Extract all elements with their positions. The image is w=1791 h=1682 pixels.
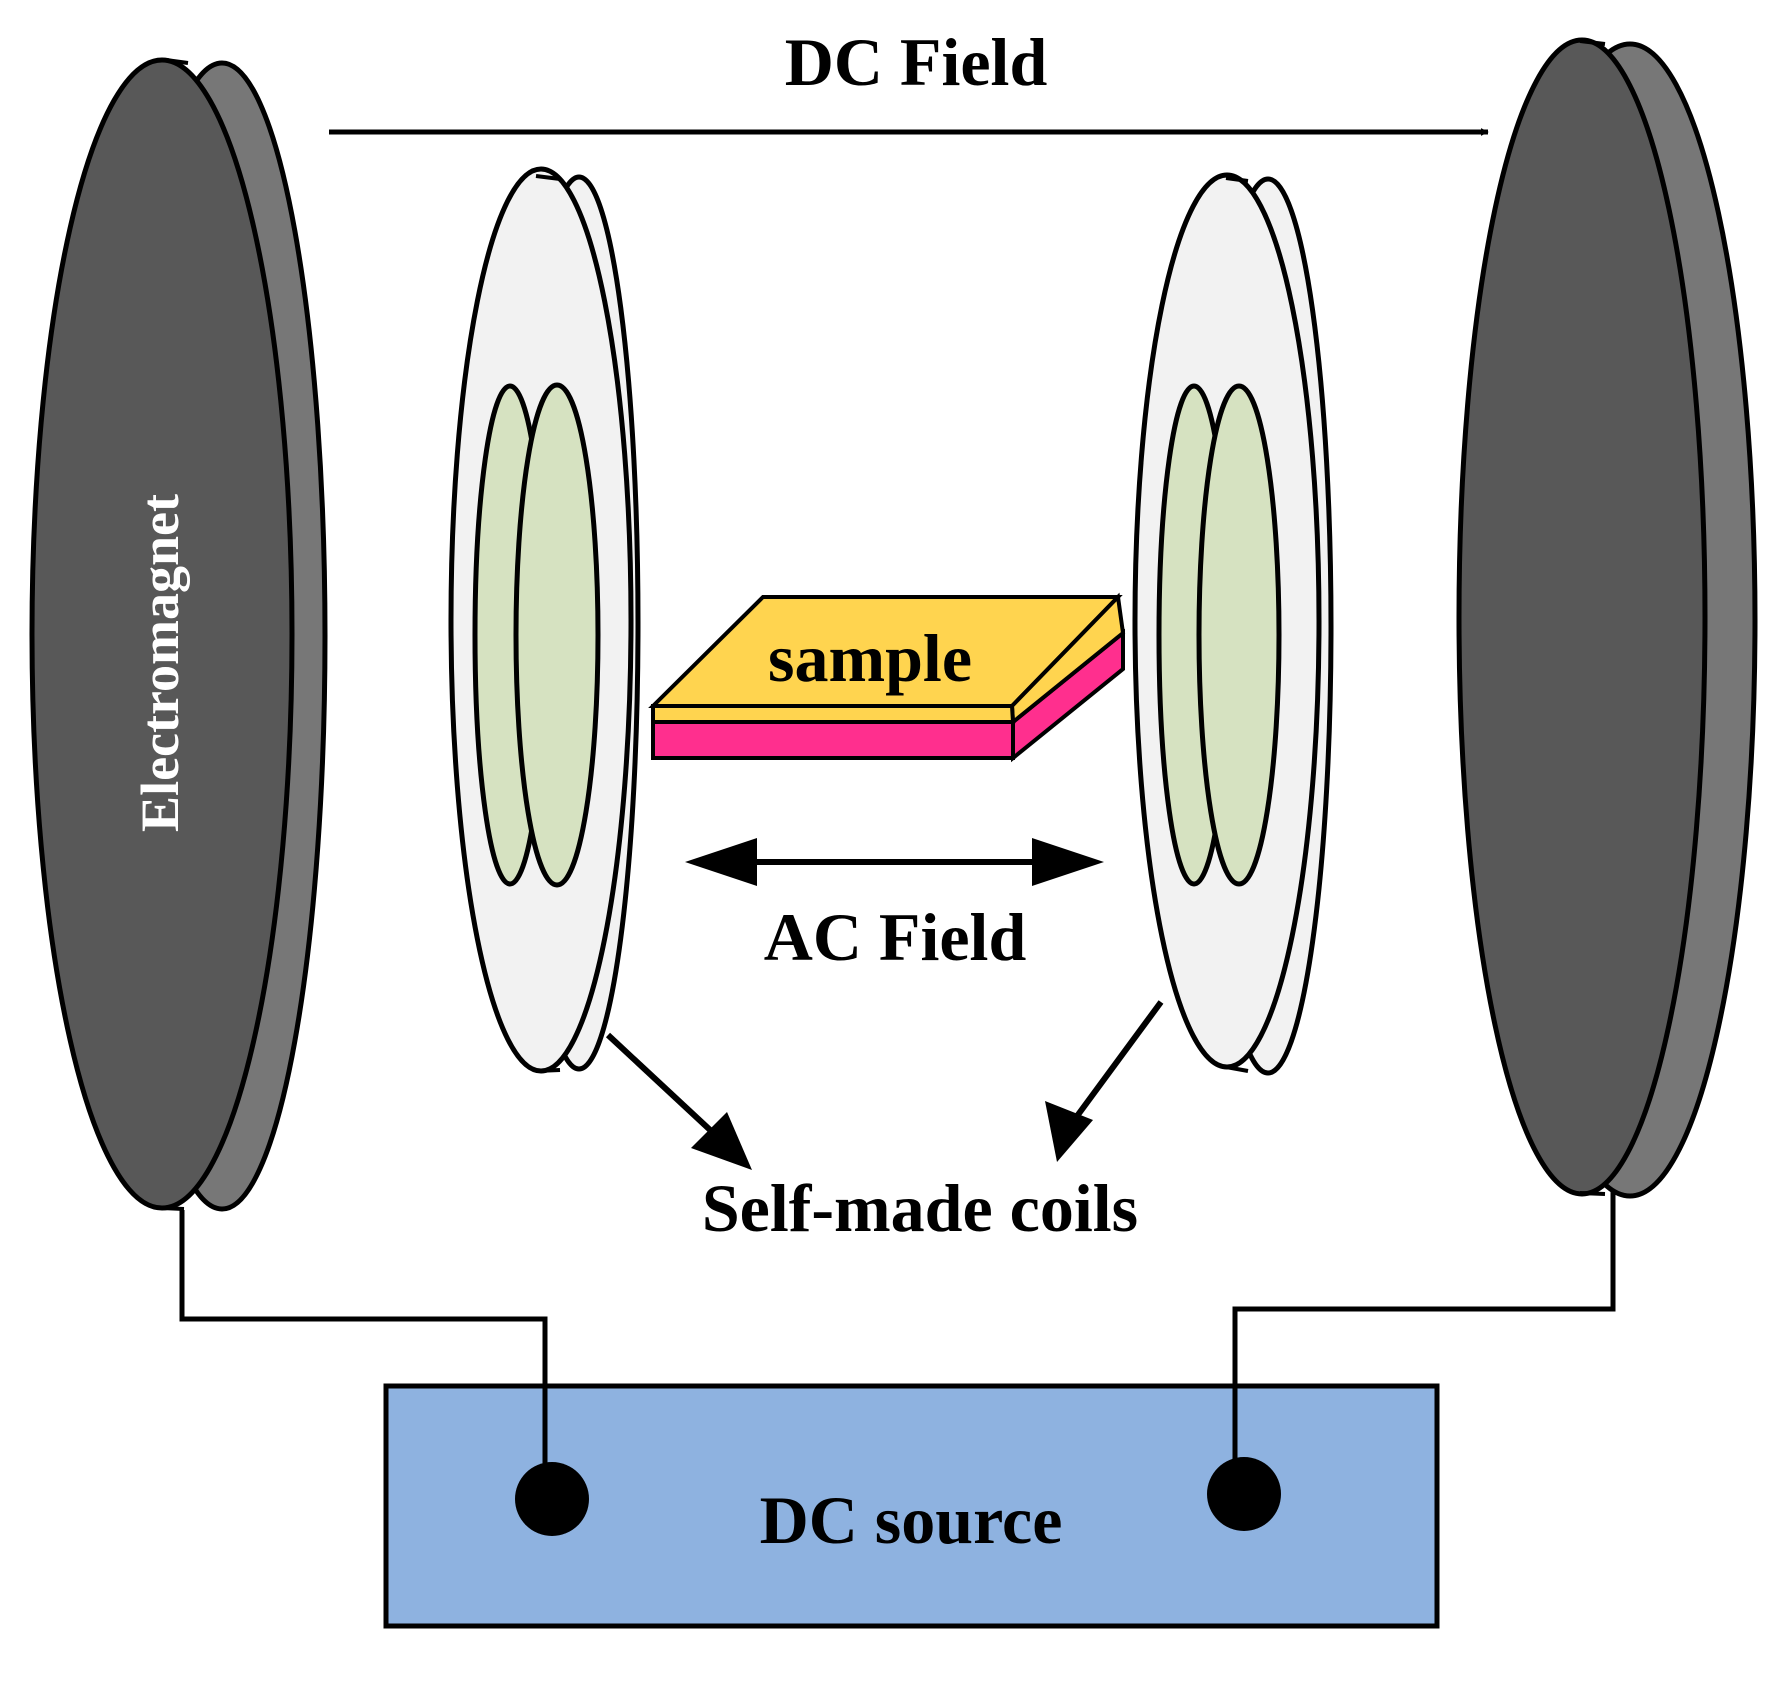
ac-field-arrow bbox=[685, 838, 1104, 886]
left-electromagnet: Electromagnet bbox=[29, 57, 328, 1212]
right-coil-pointer bbox=[1066, 1000, 1164, 1129]
right-electromagnet bbox=[1456, 37, 1758, 1199]
dc-field-label: DC Field bbox=[785, 24, 1048, 100]
left-terminal bbox=[515, 1462, 589, 1536]
right-terminal bbox=[1207, 1457, 1281, 1531]
right-coil-pointer-head bbox=[1045, 1101, 1093, 1162]
sample-label: sample bbox=[768, 620, 972, 696]
sample-top-front bbox=[651, 704, 1016, 724]
dc-source-label: DC source bbox=[760, 1482, 1063, 1558]
left-coil-pointer-head bbox=[691, 1112, 752, 1170]
right-magnet-front bbox=[1456, 37, 1708, 1197]
ac-field-label: AC Field bbox=[764, 899, 1027, 975]
right-coil bbox=[1132, 172, 1334, 1076]
right-coil-winding-front bbox=[1196, 383, 1282, 887]
sample-pink-front bbox=[651, 720, 1015, 760]
dc-source: DC source bbox=[383, 1383, 1440, 1629]
left-coil-winding-front bbox=[513, 382, 601, 888]
coils-label: Self-made coils bbox=[702, 1170, 1138, 1246]
left-coil bbox=[448, 166, 641, 1074]
electromagnet-label: Electromagnet bbox=[130, 494, 190, 832]
sample: sample bbox=[648, 592, 1126, 763]
